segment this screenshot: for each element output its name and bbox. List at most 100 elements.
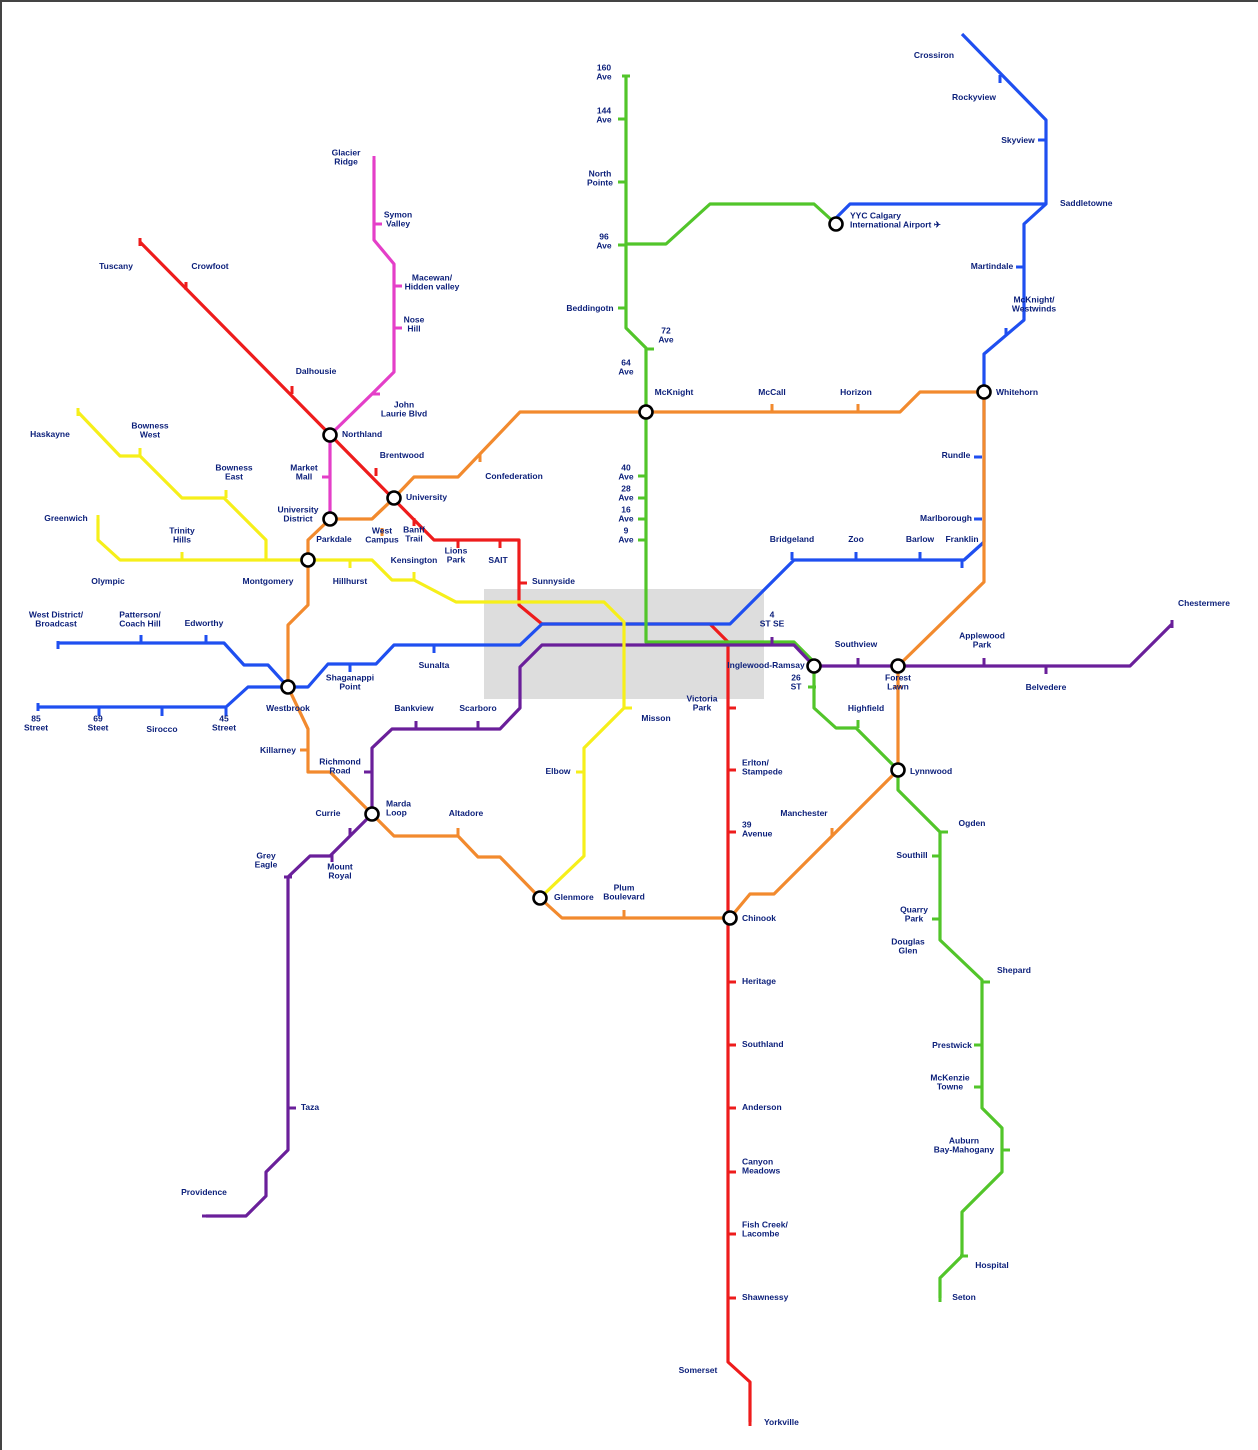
station-label-heritage: Heritage xyxy=(742,976,776,986)
station-label-glenmore: Glenmore xyxy=(554,892,594,902)
station-label-misson: Misson xyxy=(641,713,670,723)
interchange-lynnwood[interactable] xyxy=(890,762,906,778)
station-label-tuscany: Tuscany xyxy=(99,261,133,271)
interchange-northland[interactable] xyxy=(322,427,338,443)
interchange-whitehorn[interactable] xyxy=(976,384,992,400)
station-label-montgomery: Montgomery xyxy=(243,576,294,586)
station-label-lynnwood: Lynnwood xyxy=(910,766,952,776)
station-label-bankview: Bankview xyxy=(394,703,434,713)
yellow-line-segment-1[interactable] xyxy=(76,410,626,900)
station-label-providence: Providence xyxy=(181,1187,227,1197)
station-label-currie: Currie xyxy=(315,808,340,818)
interchange-inglewood-ramsay[interactable] xyxy=(806,658,822,674)
station-label-patterson: Patterson/Coach Hill xyxy=(119,610,161,629)
station-label-yorkville: Yorkville xyxy=(764,1417,799,1427)
station-label-whitehorn: Whitehorn xyxy=(996,387,1038,397)
station-label-belvedere: Belvedere xyxy=(1026,682,1067,692)
station-label-bridgeland: Bridgeland xyxy=(770,534,814,544)
station-label-mcknight-westwinds: McKnight/Westwinds xyxy=(1012,295,1057,314)
station-label-haskayne: Haskayne xyxy=(30,429,70,439)
blue-line-segment-3[interactable] xyxy=(38,685,288,709)
interchange-forest-lawn[interactable] xyxy=(890,658,906,674)
interchange-marda-loop[interactable] xyxy=(364,806,380,822)
labels-layer: CrossironRockyviewSkyviewSaddletowneYYC … xyxy=(24,50,1230,1427)
station-label-scarboro: Scarboro xyxy=(459,703,496,713)
purple-line-segment-1[interactable] xyxy=(206,622,1174,1218)
red-line-segment-1[interactable] xyxy=(138,240,752,1422)
interchange-yyc[interactable] xyxy=(828,216,844,232)
station-label-southland: Southland xyxy=(742,1039,784,1049)
interchange-montgomery[interactable] xyxy=(300,552,316,568)
station-label-crowfoot: Crowfoot xyxy=(191,261,228,271)
station-label-altadore: Altadore xyxy=(449,808,484,818)
station-label-marlborough: Marlborough xyxy=(920,513,972,523)
station-label-inglewood-ramsay: Inglewood-Ramsay xyxy=(727,660,805,670)
station-label-rundle: Rundle xyxy=(942,450,971,460)
station-label-beddingotn: Beddingotn xyxy=(566,303,613,313)
station-label-dalhousie: Dalhousie xyxy=(296,366,337,376)
station-label-saddletowne: Saddletowne xyxy=(1060,198,1113,208)
station-label-fish-creek: Fish Creek/Lacombe xyxy=(742,1220,788,1239)
station-label-ogden: Ogden xyxy=(959,818,986,828)
green-line-segment-1[interactable] xyxy=(624,76,1004,1298)
green-line-segment-2[interactable] xyxy=(626,202,838,246)
station-label-olympic: Olympic xyxy=(91,576,125,586)
station-label-greenwich: Greenwich xyxy=(44,513,87,523)
station-label-parkdale: Parkdale xyxy=(316,534,352,544)
station-label-macewan: Macewan/Hidden valley xyxy=(405,273,460,292)
interchange-glenmore[interactable] xyxy=(532,890,548,906)
station-label-martindale: Martindale xyxy=(971,261,1014,271)
station-label-mcknight: McKnight xyxy=(655,387,694,397)
yellow-line-segment-2[interactable] xyxy=(96,519,266,562)
interchange-westbrook[interactable] xyxy=(280,679,296,695)
blue-line-segment-2[interactable] xyxy=(834,202,1046,220)
station-label-crossiron: Crossiron xyxy=(914,50,954,60)
station-label-sirocco: Sirocco xyxy=(146,724,177,734)
interchange-university[interactable] xyxy=(386,490,402,506)
interchange-chinook[interactable] xyxy=(722,910,738,926)
station-label-shepard: Shepard xyxy=(997,965,1031,975)
station-label-kensington: Kensington xyxy=(391,555,438,565)
station-label-edworthy: Edworthy xyxy=(185,618,224,628)
station-label-confederation: Confederation xyxy=(485,471,543,481)
station-label-chinook: Chinook xyxy=(742,913,776,923)
blue-line-segment-1[interactable] xyxy=(58,32,1048,689)
interchange-mcknight[interactable] xyxy=(638,404,654,420)
station-label-west-district: West District/Broadcast xyxy=(29,610,84,629)
station-label-erlton: Erlton/Stampede xyxy=(742,758,783,777)
station-label-anderson: Anderson xyxy=(742,1102,782,1112)
interchange-university-district[interactable] xyxy=(322,511,338,527)
station-label-northland: Northland xyxy=(342,429,382,439)
station-label-elbow: Elbow xyxy=(545,766,570,776)
